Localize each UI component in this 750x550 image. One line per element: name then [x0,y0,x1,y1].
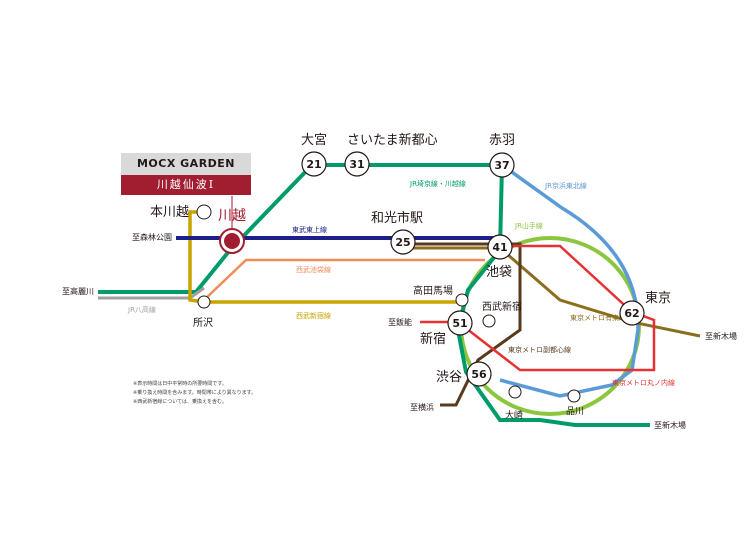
station-hon-kawagoe-dot[interactable] [196,204,212,220]
station-akabane-badge[interactable]: 37 [489,152,515,178]
minutes-wakoshi: 25 [395,236,410,249]
station-shibuya-badge[interactable]: 56 [466,361,492,387]
station-omiya-badge[interactable]: 21 [301,151,327,177]
station-name-saitama-shintoshin: さいたま新都心 [347,132,438,148]
line-seibu-ikebukuro [203,258,485,301]
minutes-tokyo: 62 [624,307,639,320]
station-name-seibu-shinjuku: 西武新宿 [482,300,522,313]
brand-name: MOCX GARDEN [121,153,251,175]
footnote: ※表示時間は日中平常時の所要時間です。 [133,381,227,387]
station-name-tokorozawa: 所沢 [193,316,213,329]
minutes-omiya: 21 [306,158,321,171]
station-shinjuku-badge[interactable]: 51 [447,310,473,336]
minutes-saitama-shintoshin: 31 [349,158,364,171]
station-wakoshi-badge[interactable]: 25 [390,229,416,255]
label-seibu-shinjuku: 西武新宿線 [296,311,331,320]
station-name-wakoshi: 和光市駅 [371,210,423,226]
footnote: ※西武新宿線については、乗換えを含む。 [133,399,227,405]
label-jr-hachiko: JR八高線 [127,305,156,314]
line-jr-keihin-tohoku [499,163,640,398]
terminal-seibu-chichibu: 至飯能 [388,317,412,327]
terminal-shinrin-koen: 至森林公園 [132,232,172,242]
terminal-haijima: 至高麗川 [62,286,94,296]
label-metro-yurakucho: 東京メトロ有楽町線 [570,313,633,322]
station-name-shibuya: 渋谷 [436,370,462,385]
station-ikebukuro-badge[interactable]: 41 [487,234,513,260]
minutes-shibuya: 56 [471,368,487,381]
station-kawagoe-core [224,233,240,249]
station-seibu-shinjuku-dot[interactable] [482,314,496,328]
station-name-ikebukuro: 池袋 [486,265,512,280]
station-name-hon-kawagoe: 本川越 [150,205,189,220]
station-name-takadanobaba: 高田馬場 [413,284,453,297]
footnotes: ※表示時間は日中平常時の所要時間です。 ※乗り換え時間を含みます。時間帯により異… [133,380,293,407]
station-tokyo-badge[interactable]: 62 [619,300,645,326]
station-name-omiya: 大宮 [301,132,327,148]
terminal-yokohama: 至横浜 [410,402,434,412]
station-shinagawa-dot[interactable] [567,389,581,403]
label-tobu-tojo: 東武東上線 [292,225,327,234]
label-seibu-ikebukuro: 西武池袋線 [296,265,331,274]
label-metro-marunouchi: 東京メトロ丸ノ内線 [612,378,675,387]
station-name-akabane: 赤羽 [489,133,515,148]
minutes-akabane: 37 [494,159,509,172]
minutes-ikebukuro: 41 [492,241,507,254]
property-brand-box: MOCX GARDEN 川越仙波Ⅰ [121,153,251,195]
label-jr-yamanote: JR山手線 [514,221,543,230]
station-saitama-shintoshin-badge[interactable]: 31 [344,151,370,177]
station-tokorozawa-dot[interactable] [197,295,211,309]
terminal-shin-kiba: 至新木場 [705,331,737,341]
property-name: 川越仙波Ⅰ [121,175,251,195]
station-name-kawagoe: 川越 [218,208,246,224]
line-seibu-shinjuku [188,210,462,304]
station-name-shinagawa: 品川 [566,406,584,417]
terminal-shin-kiba2: 至新木場 [654,420,686,430]
station-osaki-dot[interactable] [508,385,522,399]
label-jr-keihin-tohoku: JR京浜東北線 [544,181,587,190]
label-metro-fukutoshin: 東京メトロ副都心線 [508,345,571,354]
station-takadanobaba-dot[interactable] [455,293,469,307]
minutes-shinjuku: 51 [452,317,467,330]
label-jr-saikyo: JR埼京線・川越線 [409,179,466,188]
station-name-tokyo: 東京 [645,290,671,306]
station-name-osaki: 大崎 [505,409,523,421]
station-name-shinjuku: 新宿 [420,331,446,347]
footnote: ※乗り換え時間を含みます。時間帯により異なります。 [133,390,257,396]
